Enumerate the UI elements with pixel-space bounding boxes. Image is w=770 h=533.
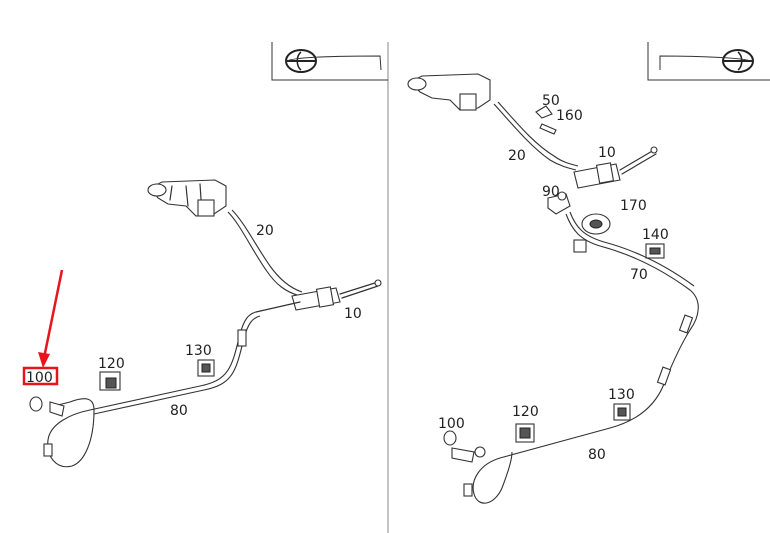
callout-label: 80 — [170, 403, 188, 419]
callout-label: 20 — [508, 148, 526, 164]
reservoir-part — [407, 73, 491, 111]
clip-50-part — [535, 105, 553, 119]
callout-label: 160 — [556, 108, 583, 124]
reservoir-part — [147, 179, 227, 217]
callout-label: 80 — [588, 447, 606, 463]
left-panel: 20 10 120 130 80 100 — [22, 42, 388, 468]
line-80-part — [43, 311, 261, 468]
red-arrow-icon — [38, 269, 64, 368]
callout-label-highlighted: 100 — [26, 370, 53, 386]
callout-label: 10 — [598, 145, 616, 161]
fitting-90-part — [547, 191, 571, 215]
highlight-box — [22, 366, 59, 386]
ring-100-part — [29, 396, 65, 417]
line-70-80-part — [463, 211, 699, 504]
callout-label: 10 — [344, 306, 362, 322]
callout-label: 90 — [542, 184, 560, 200]
callout-label: 120 — [98, 356, 125, 372]
grommet-170-part — [581, 213, 611, 235]
callout-label: 140 — [642, 227, 669, 243]
hose-20-part — [227, 209, 303, 297]
vehicle-orientation-icon — [271, 42, 388, 81]
vehicle-orientation-icon — [647, 42, 770, 81]
clip-120-part — [99, 371, 121, 391]
clip-140-part — [645, 243, 665, 259]
callout-label: 70 — [630, 267, 648, 283]
cylinder-10-part — [573, 146, 658, 189]
callout-label: 50 — [542, 93, 560, 109]
callout-label: 130 — [608, 387, 635, 403]
callout-label: 20 — [256, 223, 274, 239]
clip-130-part — [613, 403, 631, 421]
callout-label: 100 — [438, 416, 465, 432]
right-panel: 50 160 20 10 90 170 140 70 130 100 120 8… — [407, 42, 770, 504]
hose-20-part — [493, 101, 579, 171]
ring-100-part — [443, 430, 486, 463]
callout-label: 130 — [185, 343, 212, 359]
clip-120-part — [515, 423, 535, 443]
callout-label: 120 — [512, 404, 539, 420]
clip-130-part — [197, 359, 215, 377]
bolt-160-part — [539, 123, 557, 135]
callout-label: 170 — [620, 198, 647, 214]
cylinder-10-part — [255, 279, 382, 313]
